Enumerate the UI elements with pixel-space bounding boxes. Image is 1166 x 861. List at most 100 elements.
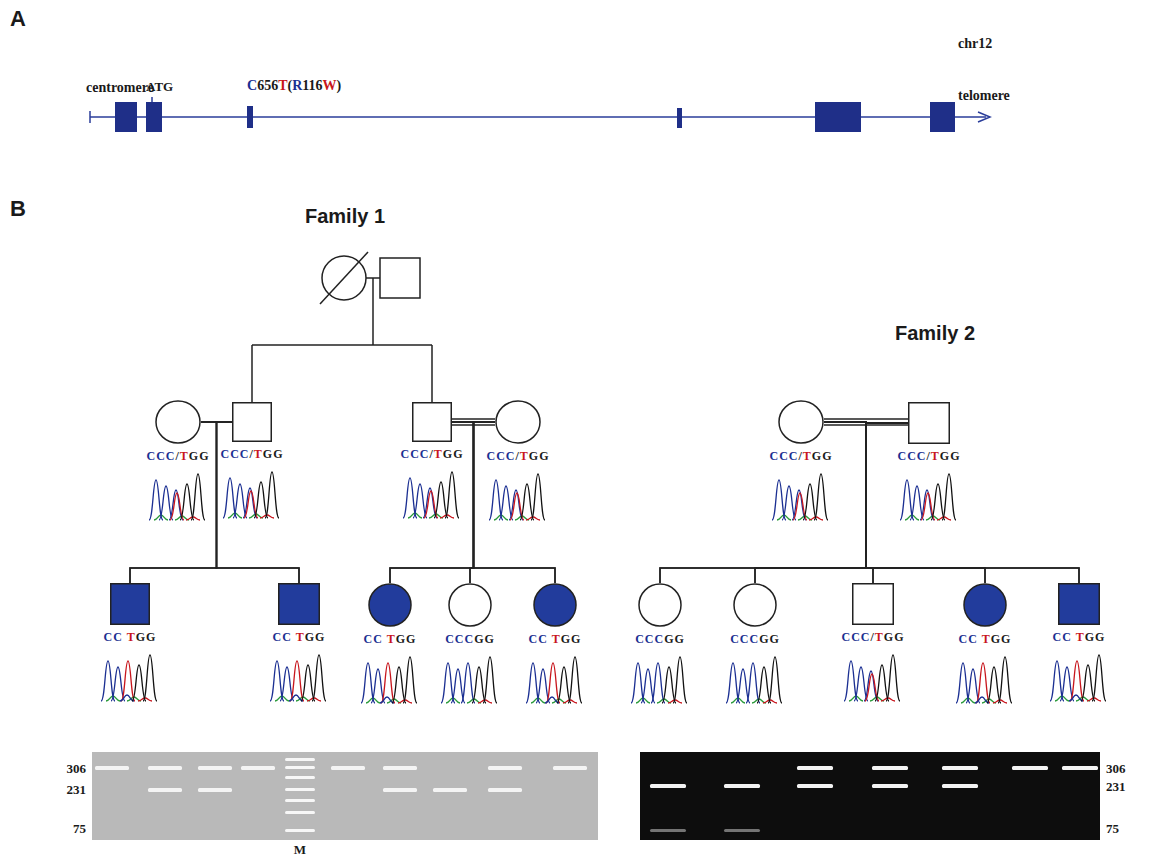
pedigree-line [452, 422, 474, 583]
affected-fill [279, 584, 320, 625]
sequence-letter: G [1095, 630, 1105, 644]
trace-peak [864, 671, 878, 701]
sequence-letter: T [552, 632, 561, 646]
pedigree-male: CCC/TGG [852, 583, 894, 625]
orientation-label: centromere [86, 80, 154, 96]
sequence-letter: C [420, 447, 430, 461]
sequence-letter: C [959, 632, 969, 646]
trace-peak [312, 655, 326, 701]
gel-band [872, 766, 908, 770]
trace-peak [180, 484, 194, 520]
sequence-letter: C [529, 632, 539, 646]
pedigree-female: CCCGG [448, 583, 492, 627]
genotype-label: CCC/TGG [146, 450, 209, 463]
gel-band [95, 766, 129, 770]
symbol-outline [368, 583, 412, 627]
sequence-letter: C [789, 449, 799, 463]
genotype-label: CCC/TGG [400, 448, 463, 461]
sequence-letter: G [263, 447, 273, 461]
descent-line [130, 422, 217, 583]
trace-peak [998, 657, 1012, 703]
pedigree-male: CC TGG [1058, 583, 1100, 625]
sequence-letter: G [664, 632, 674, 646]
trace-peak [289, 695, 303, 701]
trace-peak [121, 661, 135, 701]
trace-peak [1092, 655, 1106, 701]
sequence-letter: G [812, 449, 822, 463]
grandparents [252, 252, 432, 402]
trace-peak [1069, 695, 1083, 701]
symbol-outline [638, 583, 682, 627]
pedigree-line [824, 422, 1079, 583]
affected-fill [534, 584, 576, 626]
pedigree-female: CCC/TGG [495, 400, 541, 444]
trace-peak [792, 490, 806, 520]
trace-peak [662, 667, 676, 703]
trace-peak [254, 482, 268, 518]
sequence-letter: / [926, 449, 930, 463]
gel-band [650, 829, 686, 832]
gene-arrow [978, 112, 990, 122]
trace-peak [568, 657, 582, 703]
descent-line [474, 422, 556, 583]
gel-family-1 [92, 752, 598, 840]
symbol-outline [110, 583, 150, 625]
genotype-label: CCCGG [635, 633, 685, 646]
trace-peak [472, 667, 486, 703]
unaffected-fill [734, 584, 776, 626]
pedigree-line [390, 422, 495, 583]
sequence-letter: ) [337, 78, 342, 93]
sequence-letter [292, 630, 296, 644]
trace-peak [920, 490, 934, 520]
trace-peak [392, 667, 406, 703]
trace-peak [403, 657, 417, 703]
pedigree-male: CCC/TGG [412, 402, 452, 442]
trace-peak [531, 474, 545, 520]
descent-line [452, 422, 555, 583]
gel-band [383, 788, 417, 792]
trace-peak [461, 663, 475, 703]
symbol-outline [278, 583, 320, 625]
sequence-letter: C [156, 449, 166, 463]
genotype-label: CC TGG [364, 633, 417, 646]
sequence-letter: T [296, 630, 305, 644]
pedigree-female: CC TGG [963, 583, 1007, 627]
symbol-outline [533, 583, 577, 627]
sequence-letter: ( [287, 78, 292, 93]
trace-peak [746, 663, 760, 703]
gel-band [942, 784, 978, 788]
trace-peak [381, 663, 395, 703]
sequence-letter: C [445, 632, 455, 646]
descent-line [201, 422, 299, 583]
sequence-letter: G [315, 630, 325, 644]
unaffected-fill [156, 401, 200, 443]
gel-band [148, 766, 182, 770]
consanguinity-line [824, 418, 908, 420]
sequence-letter: C [1053, 630, 1063, 644]
consanguinity-line [452, 418, 495, 420]
sequence-letter: G [884, 630, 894, 644]
sequence-letter: 5 [264, 78, 271, 93]
sequence-letter: C [364, 632, 374, 646]
genotype-label: CC TGG [273, 631, 326, 644]
sequence-letter: G [199, 449, 209, 463]
size-marker: 231 [67, 783, 87, 798]
genotype-label: CCCGG [445, 633, 495, 646]
descent-line [755, 422, 866, 583]
sequence-letter: C [749, 632, 759, 646]
gel-band [942, 766, 978, 770]
male-symbol [380, 258, 420, 298]
gel-bands [95, 758, 1098, 832]
sequence-letter: W [323, 78, 337, 93]
gel-image [640, 752, 1100, 840]
sequence-letter: C [645, 632, 655, 646]
trace-peak [803, 484, 817, 520]
pedigree-line [660, 423, 908, 583]
genotype-label: CCC/TGG [220, 448, 283, 461]
sequence-letter: G [443, 447, 453, 461]
sequence-letter: C [769, 449, 779, 463]
sequence-letter: C [400, 447, 410, 461]
sequence-letter: 6 [257, 78, 264, 93]
gel-band [285, 758, 315, 761]
sequence-letter: R [292, 78, 302, 93]
